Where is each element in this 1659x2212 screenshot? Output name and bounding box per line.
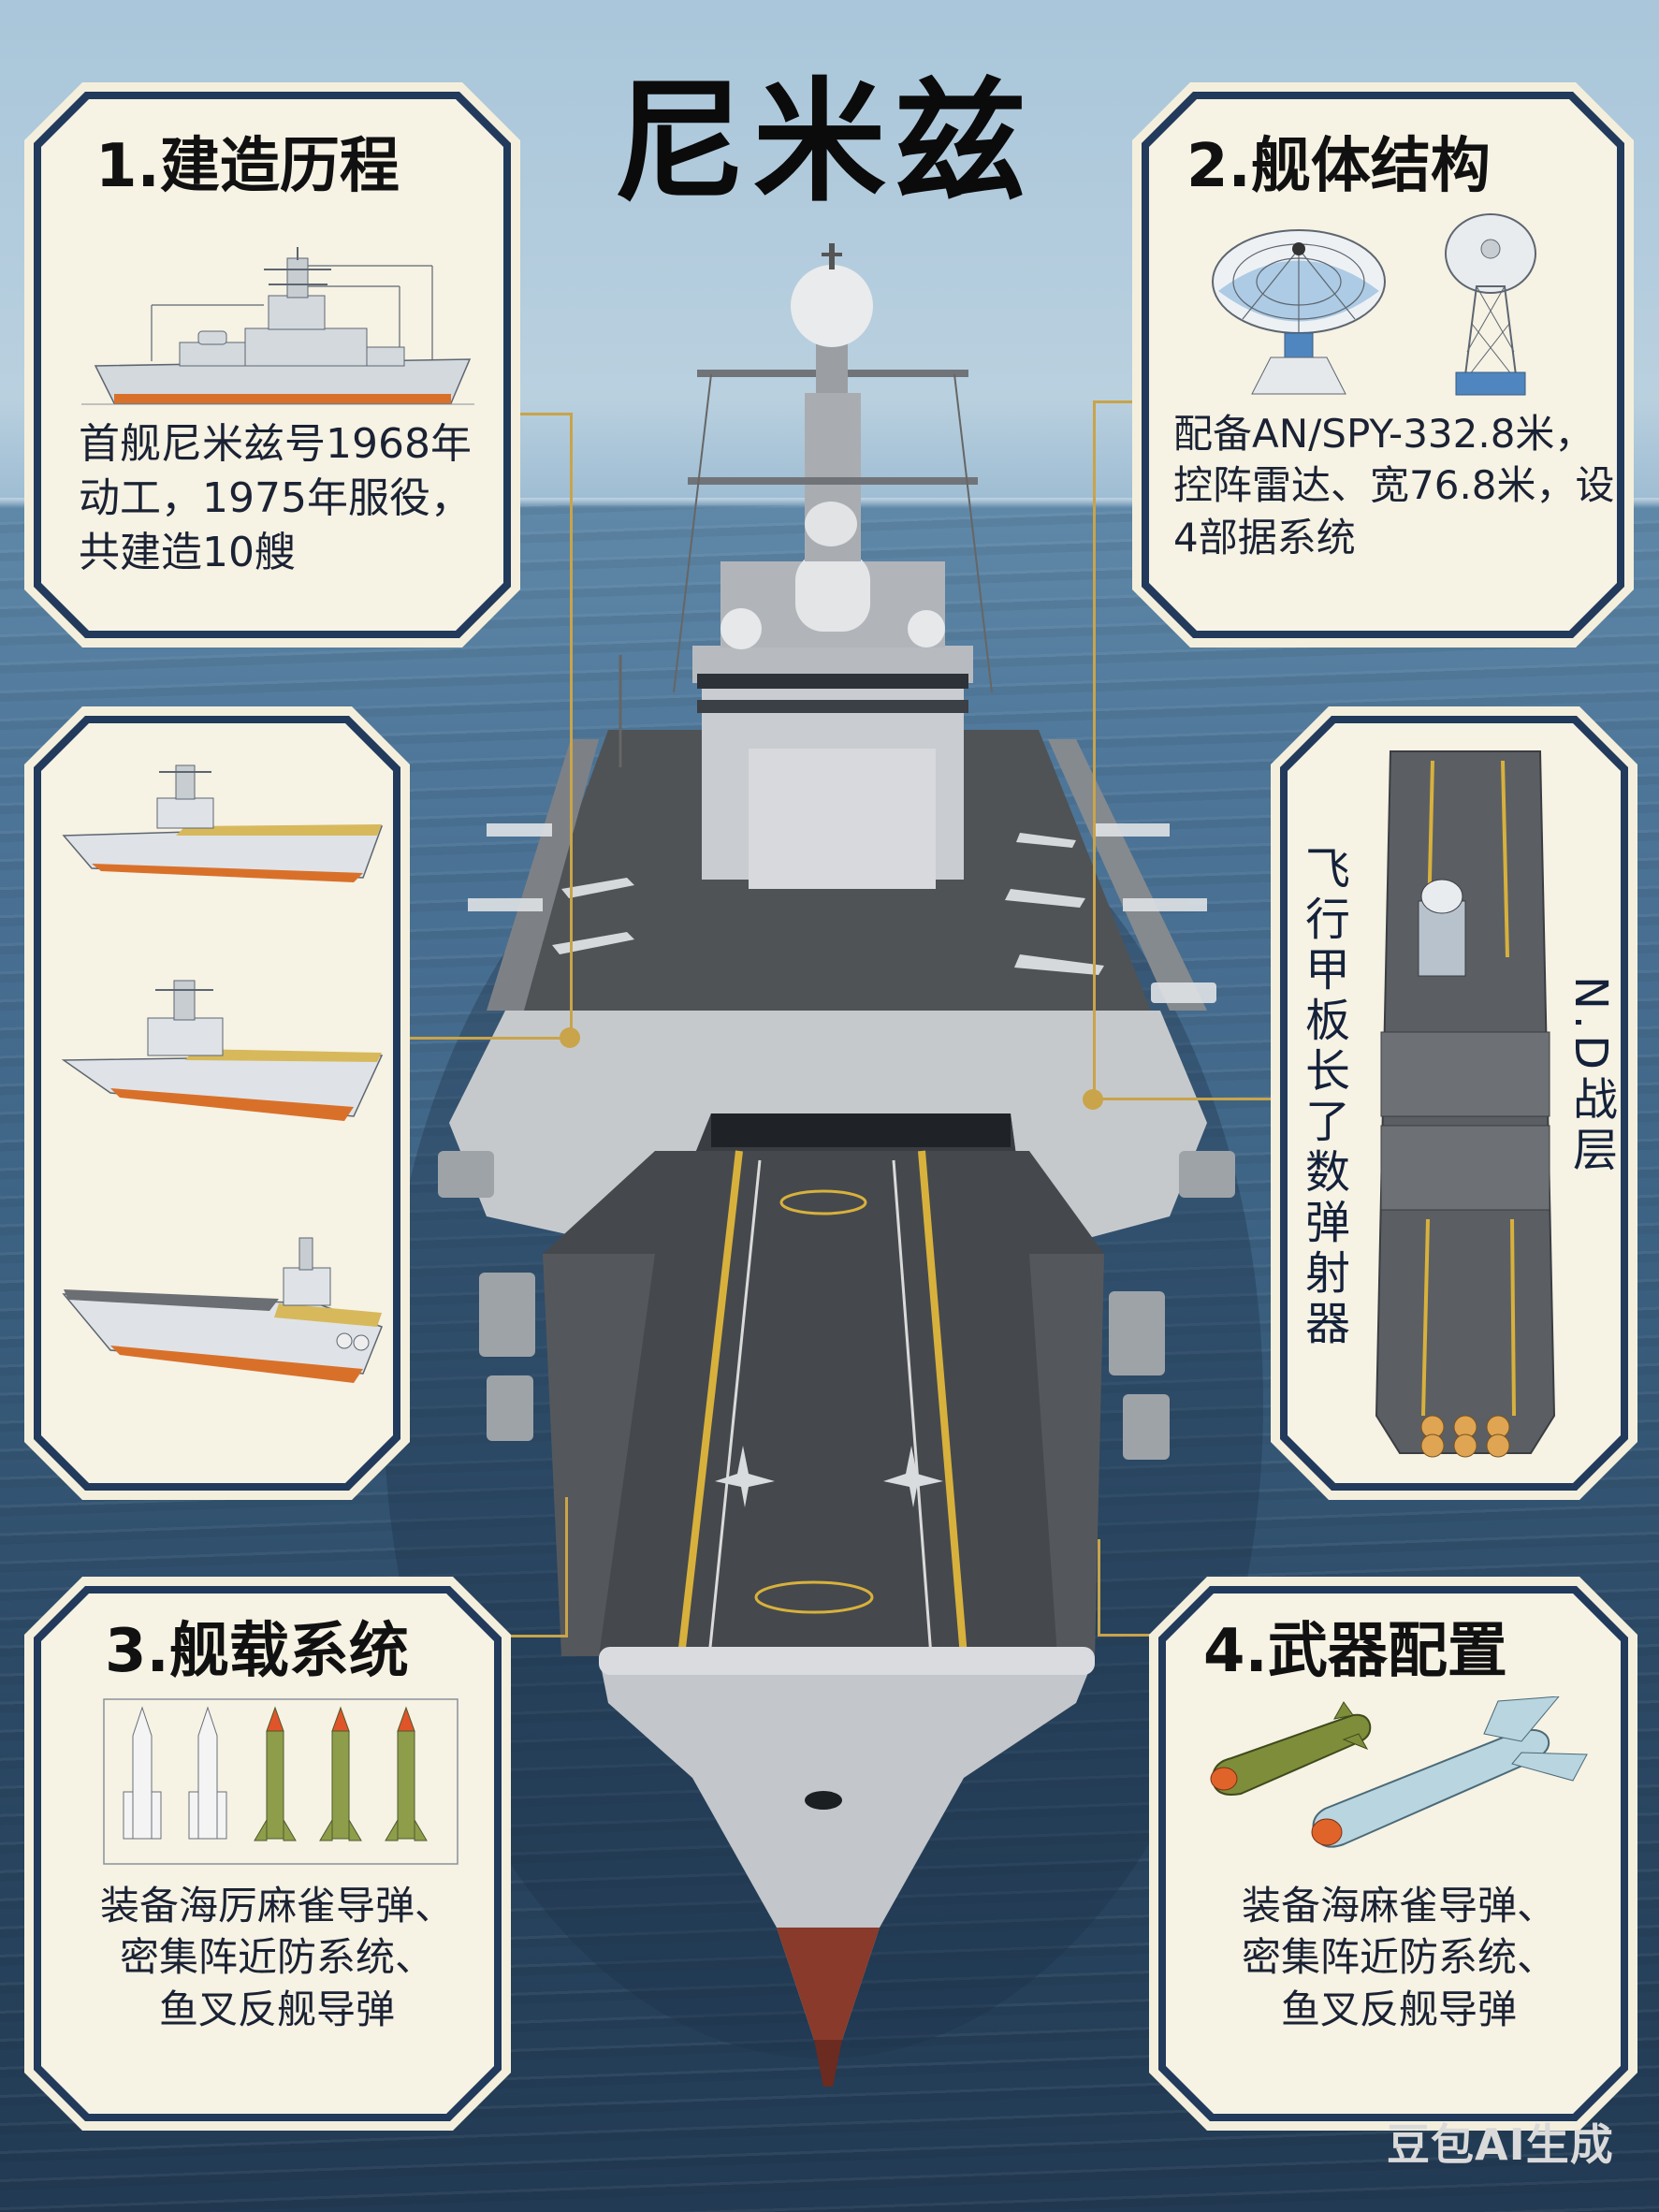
carrier-side-views-icon bbox=[54, 742, 391, 1472]
missile-row-icon bbox=[103, 1698, 458, 1867]
panel-hull-structure: 2.舰体结构 配备AN/SPY-332.8米， 控阵雷达、宽76.8米， bbox=[1132, 82, 1634, 648]
white-missile-icon bbox=[124, 1708, 226, 1839]
radar-dish-icon bbox=[1205, 221, 1402, 399]
panel-title: 1.建造历程 bbox=[95, 132, 400, 201]
ai-generated-watermark: 豆包AI生成 bbox=[1387, 2119, 1614, 2170]
panel-title: 3.舰载系统 bbox=[105, 1617, 409, 1686]
light-blue-missile-icon bbox=[1312, 1696, 1587, 1847]
carrier-side-view-3 bbox=[64, 1238, 382, 1383]
text-line: 共建造10艘 bbox=[79, 529, 296, 577]
hull-structure-text: 配备AN/SPY-332.8米， 控阵雷达、宽76.8米，设 4部据系统 bbox=[1173, 408, 1615, 563]
carrier-side-view-2 bbox=[64, 981, 382, 1121]
text-line: 动工，1975年服役， bbox=[79, 474, 472, 523]
text-line: 密集阵近防系统、 bbox=[119, 1934, 434, 1981]
green-missile-icon bbox=[255, 1708, 427, 1841]
text-line: 密集阵近防系统、 bbox=[1241, 1934, 1556, 1981]
page-title: 尼米兹 bbox=[613, 65, 1034, 220]
construction-text: 首舰尼米兹号1968年 动工，1975年服役， 共建造10艘 bbox=[79, 417, 472, 580]
text-line: 鱼叉反舰导弹 bbox=[158, 1986, 395, 2032]
warship-diagram-icon bbox=[77, 240, 479, 408]
weapons-text: 装备海麻雀导弹、 密集阵近防系统、 鱼叉反舰导弹 bbox=[1198, 1880, 1600, 2035]
text-line: 控阵雷达、宽76.8米，设 bbox=[1173, 462, 1615, 509]
green-bomb-icon bbox=[1211, 1702, 1370, 1795]
panel-onboard-systems: 3.舰载系统 装备海厉麻雀导弹、 密集阵近防系统、 鱼叉反舰导弹 bbox=[24, 1577, 511, 2131]
panel-flight-deck: 飞行甲板长了数弹射器 N.D战层 bbox=[1271, 706, 1637, 1500]
text-line: 配备AN/SPY-332.8米， bbox=[1173, 411, 1594, 457]
flight-deck-left-label: 飞行甲板长了数弹射器 bbox=[1297, 845, 1349, 1350]
weapons-icon bbox=[1203, 1696, 1596, 1855]
lattice-tower-radar-icon bbox=[1439, 211, 1542, 399]
text-line: 首舰尼米兹号1968年 bbox=[79, 420, 472, 468]
carrier-top-view-icon bbox=[1362, 733, 1568, 1463]
panel-weapons: 4.武器配置 装备海麻雀导弹、 密集阵近防系统、 鱼叉反舰导弹 bbox=[1149, 1577, 1637, 2131]
panel-title: 4.武器配置 bbox=[1203, 1617, 1507, 1686]
panel-construction-history: 1.建造历程 首舰尼米兹号1968年 动工，1975年服役， 共建造10艘 bbox=[24, 82, 520, 648]
panel-carrier-variants bbox=[24, 706, 410, 1500]
text-line: 装备海厉麻雀导弹、 bbox=[99, 1883, 454, 1928]
text-line: 4部据系统 bbox=[1173, 514, 1356, 560]
panel-title: 2.舰体结构 bbox=[1186, 132, 1491, 201]
flight-deck-right-label: N.D战层 bbox=[1564, 976, 1617, 1177]
text-line: 鱼叉反舰导弹 bbox=[1280, 1986, 1517, 2032]
carrier-side-view-1 bbox=[64, 765, 382, 882]
text-line: 装备海麻雀导弹、 bbox=[1241, 1883, 1556, 1928]
onboard-systems-text: 装备海厉麻雀导弹、 密集阵近防系统、 鱼叉反舰导弹 bbox=[80, 1880, 473, 2035]
